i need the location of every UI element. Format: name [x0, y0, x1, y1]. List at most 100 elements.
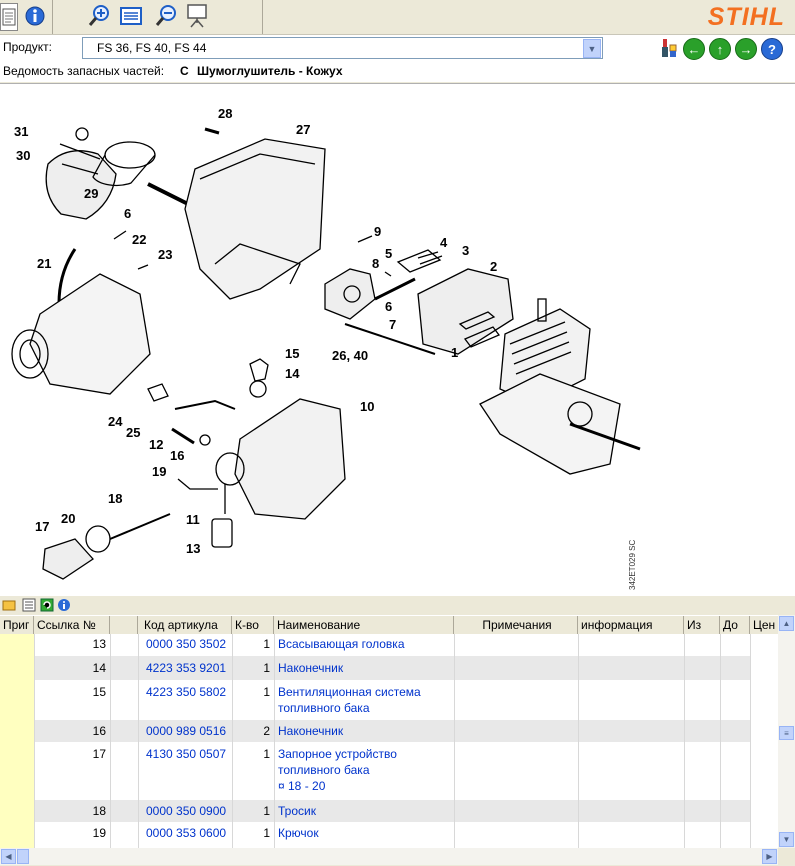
help-icon[interactable]: ?: [761, 38, 783, 60]
fit-page-icon[interactable]: [118, 3, 144, 29]
callout-10: 10: [360, 399, 375, 414]
row-code-link[interactable]: 0000 989 0516: [146, 724, 227, 738]
scroll-thumb[interactable]: ≡: [779, 726, 794, 740]
col-header-to[interactable]: До: [720, 616, 750, 634]
engine-drawing: [479, 298, 641, 475]
carburetor-drawing: [324, 235, 443, 355]
row-name-line2[interactable]: топливного бака: [278, 701, 370, 715]
callout-2: 2: [490, 259, 498, 274]
scroll-down-icon[interactable]: ▼: [779, 832, 794, 847]
table-row[interactable]: 13 0000 350 3502 1 Всасывающая головка: [34, 634, 750, 656]
back-icon[interactable]: ←: [683, 38, 705, 60]
row-code-link[interactable]: 0000 350 3502: [146, 637, 227, 651]
row-name-link[interactable]: Крючок: [278, 826, 319, 840]
row-code-link[interactable]: 4130 350 0507: [146, 747, 227, 761]
callout-17: 17: [35, 519, 50, 534]
row-name-link[interactable]: Вентиляционная система: [278, 685, 421, 699]
product-label: Продукт:: [3, 40, 52, 54]
parts-table-body: 13 0000 350 3502 1 Всасывающая головка 1…: [0, 634, 778, 848]
row-name-line2[interactable]: топливного бака: [278, 763, 370, 777]
folder-icon[interactable]: [2, 598, 16, 615]
row-ref: 16: [92, 724, 106, 738]
col-header-flag[interactable]: Приг: [0, 616, 34, 634]
row-qty: 2: [263, 724, 270, 738]
col-header-price[interactable]: Цен: [753, 618, 776, 632]
col-header-notes[interactable]: Примечания: [454, 616, 578, 634]
row-name-link[interactable]: Наконечник: [278, 724, 344, 738]
starter-cover-drawing: [45, 127, 117, 220]
forward-icon[interactable]: →: [735, 38, 757, 60]
zoom-in-icon[interactable]: [86, 3, 112, 29]
row-name-link[interactable]: Всасывающая головка: [278, 637, 405, 651]
callout-23: 23: [158, 247, 173, 262]
table-row[interactable]: 16 0000 989 0516 2 Наконечник: [34, 720, 750, 742]
callout-27: 27: [296, 122, 311, 137]
hscroll-thumb[interactable]: [17, 849, 29, 864]
row-name-link[interactable]: Тросик: [278, 804, 316, 818]
scroll-up-icon[interactable]: ▲: [779, 616, 794, 631]
muffler-drawing: [417, 268, 514, 355]
zoom-out-icon[interactable]: [153, 3, 179, 29]
row-name-link[interactable]: Запорное устройство: [278, 747, 397, 761]
fuel-tank-drawing: [174, 358, 346, 548]
callout-4: 4: [440, 235, 448, 250]
callout-13: 13: [186, 541, 201, 556]
parts-list-icon[interactable]: [0, 3, 18, 31]
horizontal-scrollbar[interactable]: ◀ ▶: [0, 848, 778, 865]
parts-table-header: Приг Ссылка № Код артикула К-во Наименов…: [0, 615, 778, 635]
row-ref: 13: [92, 637, 106, 651]
row-code-link[interactable]: 4223 350 5802: [146, 685, 227, 699]
callout-31: 31: [14, 124, 29, 139]
callout-20: 20: [61, 511, 76, 526]
callout-22: 22: [132, 232, 147, 247]
table-row[interactable]: 18 0000 350 0900 1 Тросик: [34, 800, 750, 822]
callout-9: 9: [374, 224, 382, 239]
presentation-icon[interactable]: [184, 3, 210, 29]
scroll-left-icon[interactable]: ◀: [1, 849, 16, 864]
vertical-scrollbar[interactable]: ▲ ≡ ▼: [778, 615, 795, 848]
table-row[interactable]: 14 4223 353 9201 1 Наконечник: [34, 656, 750, 680]
diagram-code: 342ET029 SC: [628, 539, 637, 590]
row-code-link[interactable]: 0000 350 0900: [146, 804, 227, 818]
col-header-name[interactable]: Наименование: [274, 616, 454, 634]
product-select[interactable]: FS 36, FS 40, FS 44 ▼: [82, 37, 603, 59]
flag-column: [0, 634, 34, 848]
chevron-down-icon[interactable]: ▼: [583, 39, 601, 58]
row-qty: 1: [263, 661, 270, 675]
parts-list-label: Ведомость запасных частей:: [3, 64, 165, 78]
row-qty: 1: [263, 747, 270, 761]
callout-16: 16: [170, 448, 185, 463]
refresh-icon[interactable]: [40, 598, 54, 615]
stihl-logo: STIHL: [707, 3, 785, 31]
callout-6a: 6: [124, 206, 132, 221]
list-view-icon[interactable]: [22, 598, 36, 615]
callout-11: 11: [186, 512, 200, 527]
callout-5: 5: [385, 246, 393, 261]
col-header-from[interactable]: Из: [684, 616, 720, 634]
callout-19: 19: [152, 464, 167, 479]
parts-list-name: Шумоглушитель - Кожух: [197, 64, 343, 78]
info-icon[interactable]: [22, 3, 48, 29]
callout-21: 21: [37, 256, 52, 271]
col-header-code[interactable]: Код артикула: [138, 616, 232, 634]
col-header-blank[interactable]: [110, 616, 138, 634]
row-code-link[interactable]: 4223 353 9201: [146, 661, 227, 675]
callout-3: 3: [462, 243, 470, 258]
row-name-link[interactable]: Наконечник: [278, 661, 344, 675]
details-info-icon[interactable]: [57, 598, 71, 615]
callout-28: 28: [218, 106, 233, 121]
table-row[interactable]: 17 4130 350 0507 1 Запорное устройство т…: [34, 742, 750, 800]
row-code-link[interactable]: 0000 353 0600: [146, 826, 227, 840]
tools-icon[interactable]: [659, 38, 679, 58]
row-name-line3[interactable]: ¤ 18 - 20: [278, 779, 326, 793]
col-header-ref[interactable]: Ссылка №: [34, 616, 110, 634]
scroll-right-icon[interactable]: ▶: [762, 849, 777, 864]
col-header-qty[interactable]: К-во: [232, 616, 274, 634]
table-row[interactable]: 15 4223 350 5802 1 Вентиляционная систем…: [34, 680, 750, 720]
col-header-info[interactable]: информация: [578, 616, 684, 634]
table-row[interactable]: 19 0000 353 0600 1 Крючок: [34, 822, 750, 848]
fuel-tank-left-drawing: [11, 248, 151, 395]
row-qty: 1: [263, 804, 270, 818]
up-icon[interactable]: ↑: [709, 38, 731, 60]
callout-6b: 6: [385, 299, 393, 314]
